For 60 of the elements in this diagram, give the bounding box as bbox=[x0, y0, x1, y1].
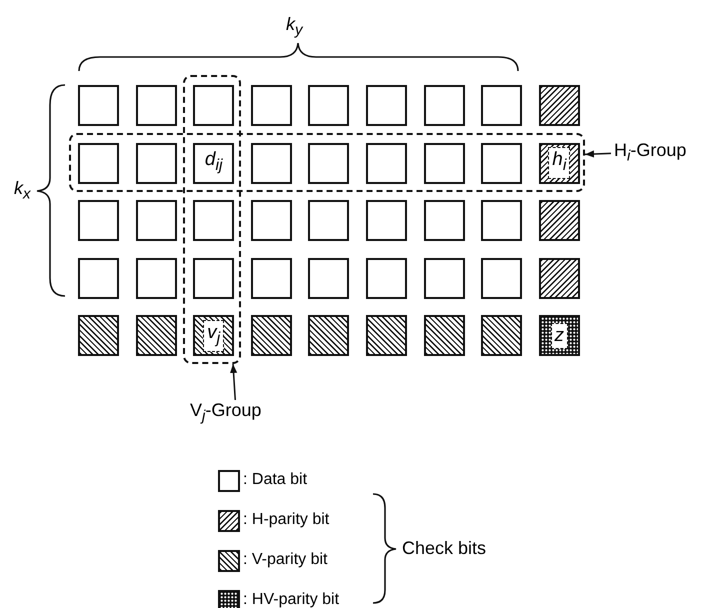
arrow bbox=[584, 150, 612, 158]
legend-text: : H-parity bit bbox=[243, 511, 330, 529]
data-bit-square bbox=[250, 258, 292, 299]
data-bit-square bbox=[424, 85, 465, 126]
v-parity-bit-square bbox=[250, 315, 292, 356]
v-parity-bit-square bbox=[424, 315, 465, 356]
data-bit-square bbox=[481, 142, 522, 184]
h-parity-bit-square bbox=[538, 85, 580, 126]
data-bit-square bbox=[481, 200, 522, 242]
h-parity-bit-square bbox=[538, 200, 580, 242]
legend-text: : HV-parity bit bbox=[243, 591, 340, 608]
data-bit-square bbox=[136, 258, 177, 299]
data-bit-square bbox=[250, 200, 292, 242]
data-bit-square bbox=[308, 200, 350, 242]
data-bit-square bbox=[78, 258, 119, 299]
group-label: H$_{i}$-Group bbox=[614, 140, 702, 164]
v-parity-bit-square bbox=[78, 315, 119, 356]
data-bit-square bbox=[308, 85, 350, 126]
data-bit-square bbox=[78, 200, 119, 242]
data-bit-square bbox=[136, 142, 177, 184]
data-bit-square bbox=[78, 85, 119, 126]
data-bit-square bbox=[136, 200, 177, 242]
group-label: V$_{j}$-Group bbox=[190, 400, 290, 424]
data-bit-square bbox=[366, 85, 407, 126]
data-bit-square bbox=[481, 85, 522, 126]
data-bit-square bbox=[250, 85, 292, 126]
data-bit-square bbox=[481, 258, 522, 299]
h-parity-bit-square bbox=[538, 142, 580, 184]
data-bit-square bbox=[424, 142, 465, 184]
v-parity-bit-square bbox=[308, 315, 350, 356]
data-bit-square bbox=[250, 142, 292, 184]
v-parity-bit-square bbox=[193, 315, 234, 356]
h-parity-bit-square bbox=[538, 258, 580, 299]
data-bit-square bbox=[308, 142, 350, 184]
legend-text: : Data bit bbox=[243, 471, 308, 489]
v-parity-bit-square bbox=[481, 315, 522, 356]
data-bit-square bbox=[308, 258, 350, 299]
data-bit-square bbox=[136, 85, 177, 126]
legend-text: : V-parity bit bbox=[243, 551, 328, 569]
dimension-label: k$_{x}$ bbox=[14, 178, 30, 203]
data-bit-square bbox=[366, 200, 407, 242]
h-group-outline bbox=[69, 133, 585, 192]
data-bit-square bbox=[366, 258, 407, 299]
bit-label: z bbox=[550, 322, 568, 349]
group-note: Check bits bbox=[402, 538, 486, 559]
data-bit-square bbox=[193, 85, 234, 126]
data-bit-square bbox=[193, 258, 234, 299]
data-bit-square bbox=[424, 200, 465, 242]
v-parity-bit-square bbox=[136, 315, 177, 356]
data-bit-square bbox=[424, 258, 465, 299]
data-bit-square bbox=[78, 142, 119, 184]
bit-label: h$_{i}$ bbox=[548, 147, 570, 179]
data-bit-square bbox=[193, 142, 234, 184]
bit-label: v$_{j}$ bbox=[203, 320, 224, 352]
v-parity-bit-square bbox=[366, 315, 407, 356]
data-bit-square bbox=[366, 142, 407, 184]
hv-parity-bit-square bbox=[538, 315, 580, 356]
dimension-label: k$_{y}$ bbox=[286, 14, 302, 39]
data-bit-square bbox=[193, 200, 234, 242]
arrow bbox=[230, 364, 238, 400]
